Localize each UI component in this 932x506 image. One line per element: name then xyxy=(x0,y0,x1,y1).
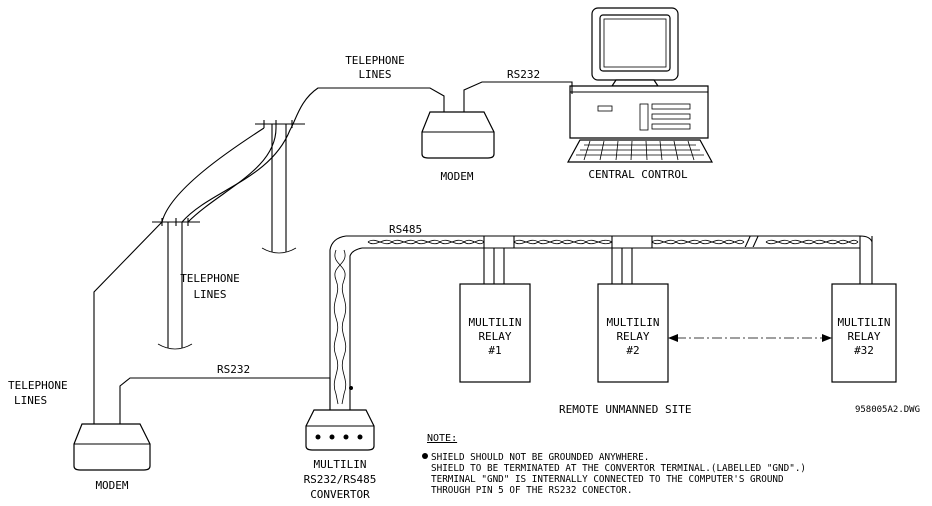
bullet-icon xyxy=(422,453,428,459)
telephone-lines-top-label: TELEPHONE LINES xyxy=(345,54,405,81)
convertor-label: MULTILIN RS232/RS485 CONVERTOR xyxy=(304,458,377,501)
note-block: NOTE: SHIELD SHOULD NOT BE GROUNDED ANYW… xyxy=(422,433,806,496)
rs232-top-cable xyxy=(463,81,573,112)
note-heading: NOTE: xyxy=(427,433,457,444)
drawing-id: 958005A2.DWG xyxy=(855,405,920,415)
convertor-icon xyxy=(305,409,375,451)
rs485-cable xyxy=(329,235,873,410)
note-line-2: SHIELD TO BE TERMINATED AT THE CONVERTOR… xyxy=(431,463,806,474)
pole-right-icon xyxy=(255,120,305,254)
svg-text:RELAY: RELAY xyxy=(847,330,880,343)
rs232-bottom-label: RS232 xyxy=(217,363,250,376)
note-line-3: TERMINAL "GND" IS INTERNALLY CONNECTED T… xyxy=(431,474,784,485)
svg-text:TELEPHONE: TELEPHONE xyxy=(8,379,68,392)
note-line-1: SHIELD SHOULD NOT BE GROUNDED ANYWHERE. xyxy=(431,452,649,463)
svg-text:#2: #2 xyxy=(626,344,639,357)
relay-2: MULTILIN RELAY #2 xyxy=(597,283,669,383)
svg-text:MULTILIN: MULTILIN xyxy=(607,316,660,329)
relay-32: MULTILIN RELAY #32 xyxy=(831,283,897,383)
telephone-lines-left-label: TELEPHONE LINES xyxy=(8,379,68,407)
svg-text:RELAY: RELAY xyxy=(478,330,511,343)
svg-text:RELAY: RELAY xyxy=(616,330,649,343)
central-control-label: CENTRAL CONTROL xyxy=(588,168,688,181)
svg-text:RS232/RS485: RS232/RS485 xyxy=(304,473,377,486)
rs485-label: RS485 xyxy=(389,223,422,236)
computer-icon xyxy=(566,7,714,163)
svg-text:MULTILIN: MULTILIN xyxy=(838,316,891,329)
telephone-lines-mid-label: TELEPHONE LINES xyxy=(180,272,240,301)
modem-top-label: MODEM xyxy=(440,170,473,183)
svg-text:TELEPHONE: TELEPHONE xyxy=(345,54,405,67)
svg-text:TELEPHONE: TELEPHONE xyxy=(180,272,240,285)
svg-text:MULTILIN: MULTILIN xyxy=(469,316,522,329)
modem-top-icon xyxy=(421,111,495,159)
svg-text:#32: #32 xyxy=(854,344,874,357)
svg-text:#1: #1 xyxy=(488,344,501,357)
note-line-4: THROUGH PIN 5 OF THE RS232 CONECTOR. xyxy=(431,485,633,496)
pole-left-icon xyxy=(152,218,200,350)
svg-text:LINES: LINES xyxy=(14,394,47,407)
remote-site-label: REMOTE UNMANNED SITE xyxy=(559,403,691,416)
svg-text:MULTILIN: MULTILIN xyxy=(314,458,367,471)
relay-1: MULTILIN RELAY #1 xyxy=(459,283,531,383)
modem-bottom-label: MODEM xyxy=(95,479,128,492)
modem-bottom-icon xyxy=(73,423,151,471)
relay-continuation-line xyxy=(668,334,832,342)
svg-text:CONVERTOR: CONVERTOR xyxy=(310,488,370,501)
break-mark: // xyxy=(744,235,760,250)
svg-text:LINES: LINES xyxy=(193,288,226,301)
rs232-bottom-cable xyxy=(119,377,331,424)
svg-text:LINES: LINES xyxy=(358,68,391,81)
rs232-top-label: RS232 xyxy=(507,68,540,81)
